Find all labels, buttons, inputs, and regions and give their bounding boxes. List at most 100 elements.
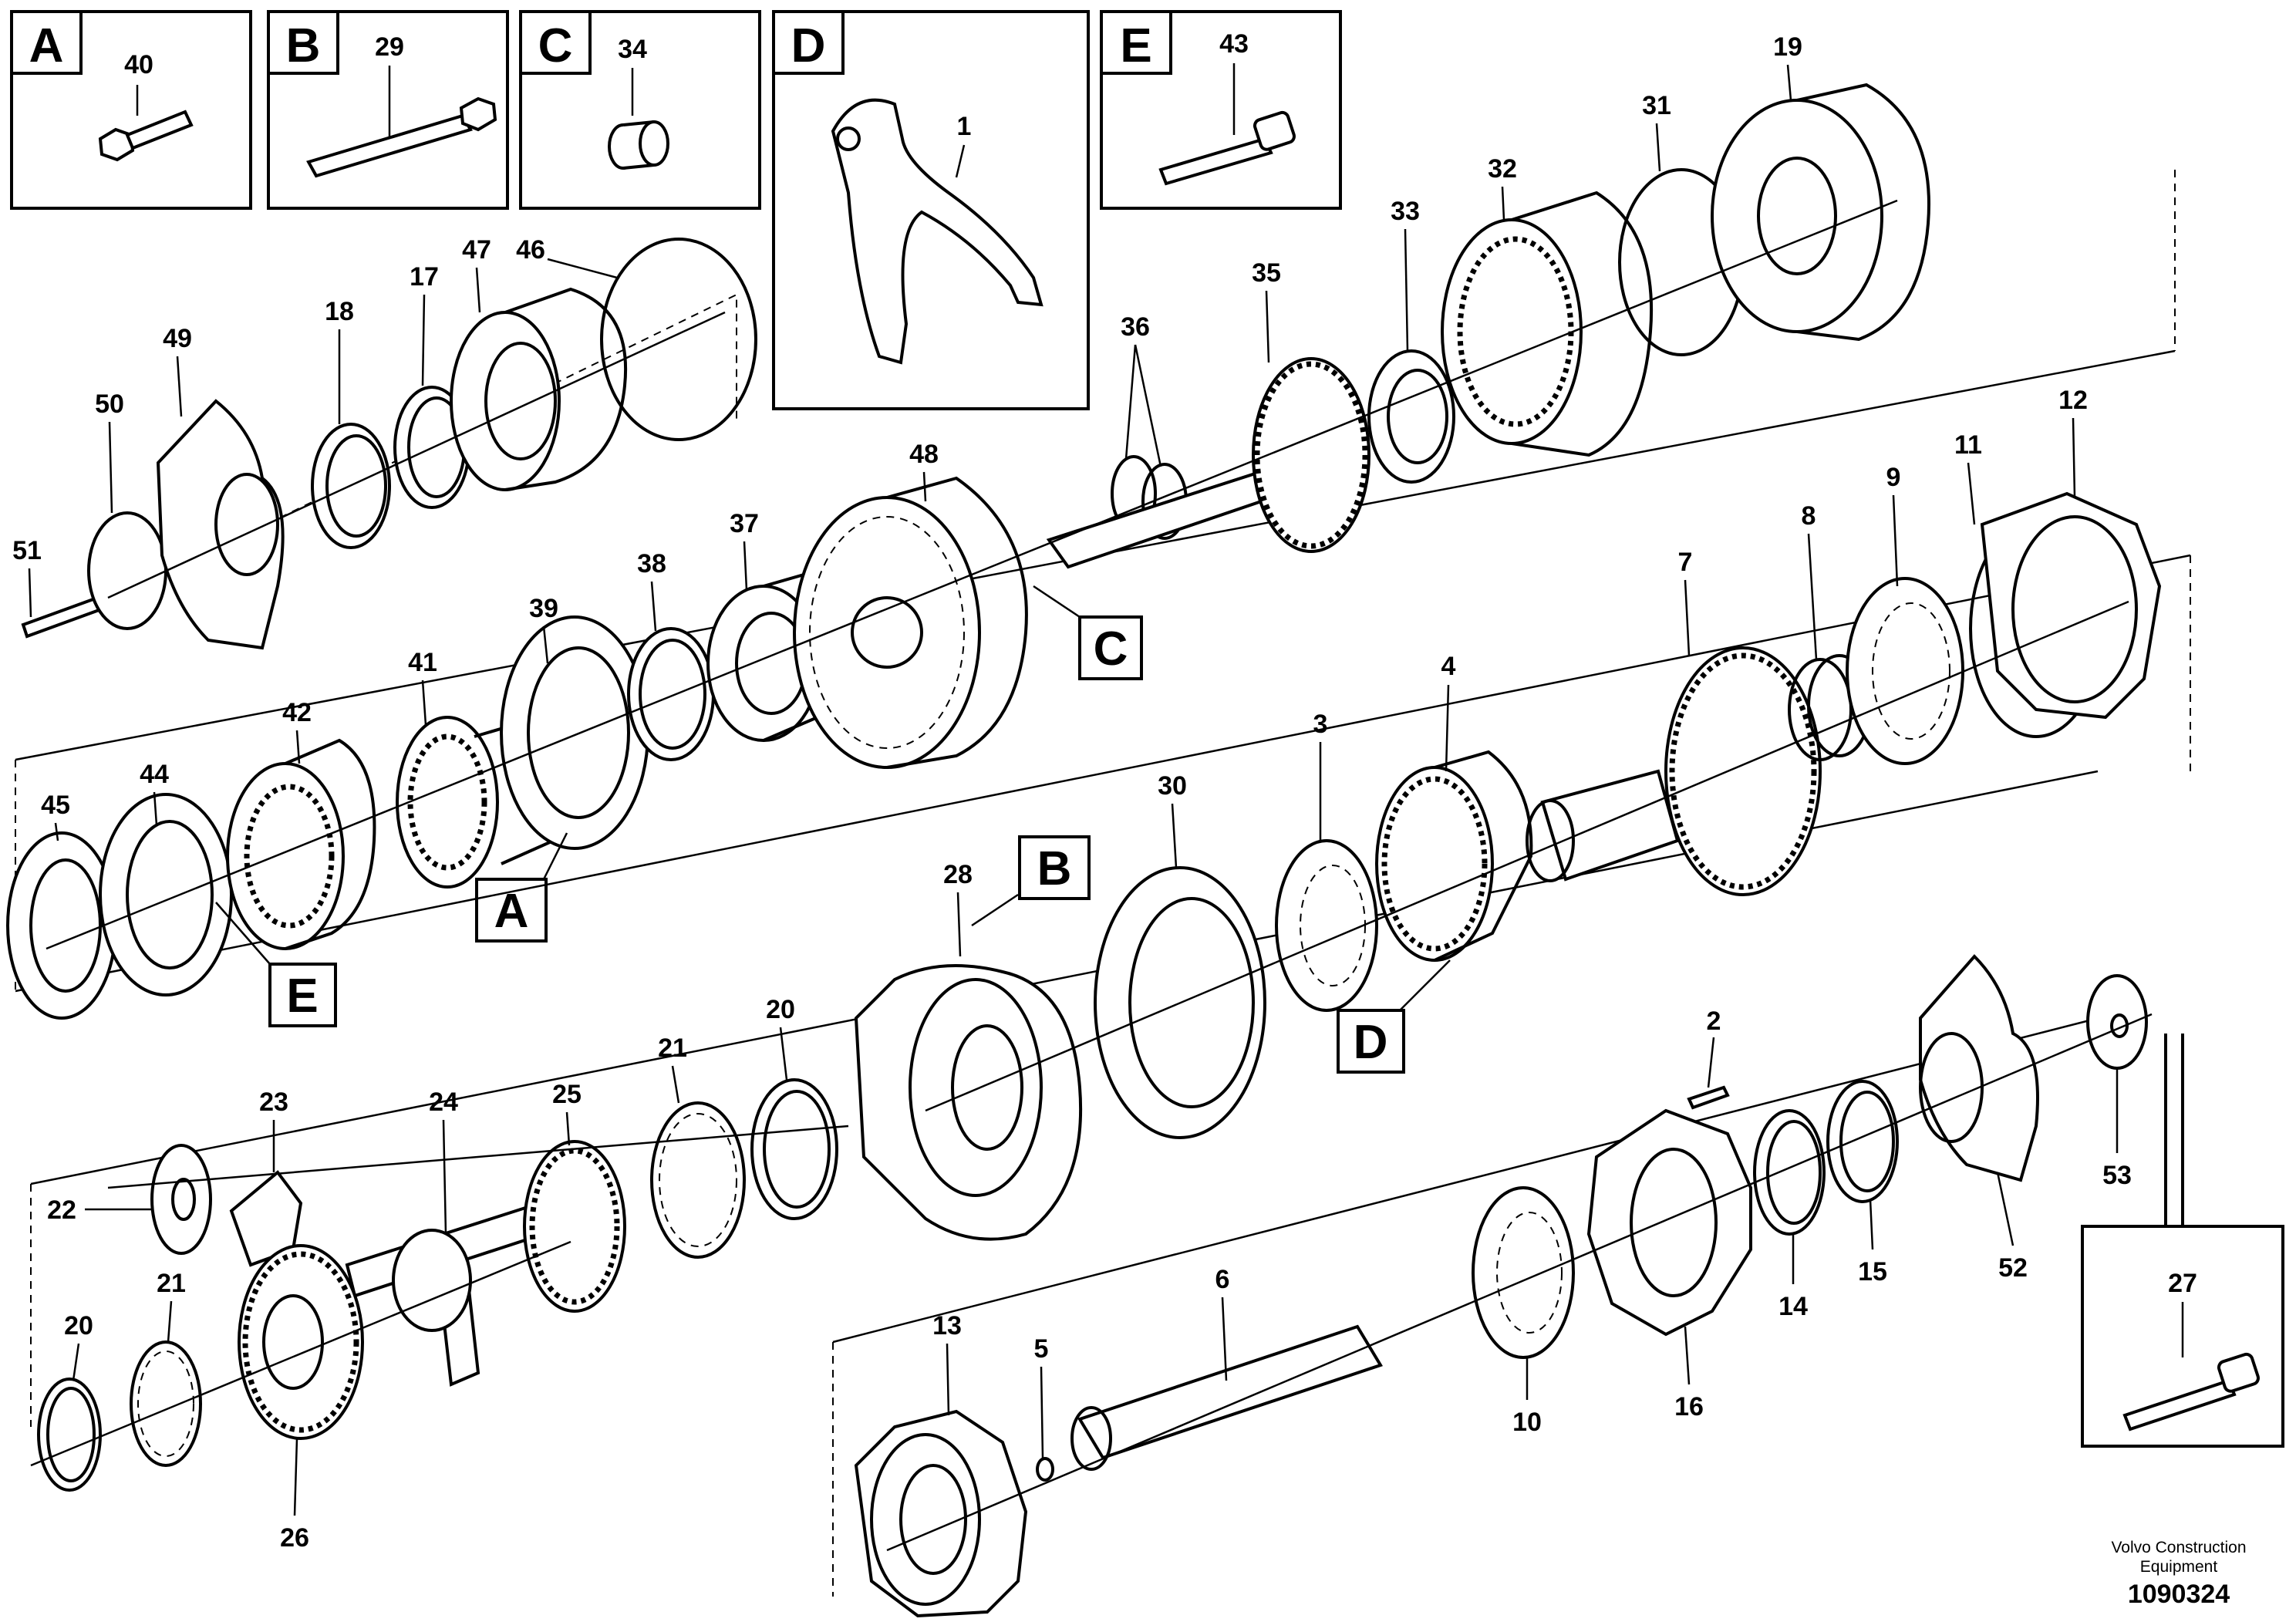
part-label-22: 22	[47, 1195, 76, 1225]
label-20b: 20	[64, 1311, 93, 1381]
label-49: 49	[163, 324, 192, 417]
part-label-20b: 20	[64, 1311, 93, 1340]
part-label-48: 48	[909, 440, 939, 469]
part-label-17: 17	[410, 262, 439, 292]
part-label-37: 37	[730, 509, 759, 538]
part-label-4: 4	[1441, 652, 1456, 681]
label-5: 5	[1034, 1334, 1048, 1458]
label-41: 41	[408, 648, 437, 726]
callout-a: A	[475, 832, 568, 943]
part-label-47: 47	[462, 235, 491, 265]
callout-letter-a: A	[494, 885, 529, 938]
label-11: 11	[1954, 430, 1982, 525]
part-label-10: 10	[1512, 1408, 1542, 1437]
part-label-7: 7	[1678, 548, 1693, 577]
label-48: 48	[909, 440, 939, 502]
inset-letter-b: B	[286, 19, 321, 73]
label-36: 36	[1121, 312, 1162, 467]
bolt-29-icon	[306, 96, 497, 178]
part-label-28: 28	[943, 860, 973, 889]
label-44: 44	[140, 760, 169, 826]
label-37: 37	[730, 509, 759, 591]
label-3: 3	[1313, 710, 1328, 841]
part-label-45: 45	[41, 791, 70, 820]
label-35: 35	[1252, 258, 1281, 363]
row5-parts	[854, 954, 2153, 1618]
part-label-52: 52	[1998, 1253, 2028, 1283]
label-28: 28	[943, 860, 973, 957]
label-52: 52	[1996, 1172, 2028, 1283]
part-label-18: 18	[325, 297, 354, 326]
bushing-34-icon	[608, 120, 669, 170]
part-label-16: 16	[1674, 1392, 1704, 1421]
inset-letter-e: E	[1120, 19, 1151, 73]
label-42: 42	[282, 698, 312, 764]
inset-box-b: B 29	[267, 10, 509, 210]
label-33: 33	[1391, 197, 1420, 352]
bolt-40-icon	[98, 110, 194, 162]
shift-fork-1-icon	[831, 98, 1043, 365]
inset-part-43: 43	[1219, 29, 1249, 59]
callout-letter-e: E	[286, 969, 318, 1023]
label-21a: 21	[658, 1034, 687, 1104]
label-13: 13	[932, 1311, 962, 1416]
part-label-3: 3	[1313, 710, 1328, 739]
part-label-11: 11	[1954, 430, 1982, 460]
label-24: 24	[429, 1088, 458, 1235]
side-box-27: 27	[2081, 1034, 2284, 1448]
part-label-36: 36	[1121, 312, 1150, 342]
part-label-53: 53	[2102, 1161, 2132, 1190]
callout-letter-c: C	[1094, 622, 1128, 676]
part-label-2: 2	[1707, 1007, 1721, 1036]
part-label-38: 38	[637, 549, 666, 578]
part-label-6: 6	[1215, 1265, 1230, 1294]
part-label-33: 33	[1391, 197, 1420, 226]
part-label-8: 8	[1802, 501, 1816, 531]
bolt-27-icon	[2122, 1352, 2260, 1431]
inset-box-e: E 43	[1100, 10, 1342, 210]
part-label-31: 31	[1642, 91, 1671, 120]
label-31: 31	[1642, 91, 1671, 172]
footer: Volvo Construction Equipment 1090324	[2111, 1539, 2246, 1609]
label-32: 32	[1488, 154, 1517, 221]
part-label-50: 50	[95, 389, 124, 419]
label-39: 39	[529, 594, 558, 664]
row4-parts	[30, 1078, 849, 1492]
bolt-43-icon	[1158, 110, 1296, 186]
part-label-21b: 21	[157, 1269, 186, 1298]
label-26: 26	[280, 1438, 309, 1553]
label-15: 15	[1858, 1199, 1887, 1286]
part-label-30: 30	[1158, 771, 1187, 801]
callout-c: C	[1033, 585, 1143, 680]
label-20a: 20	[766, 995, 795, 1081]
inset-box-d: D 1	[772, 10, 1090, 410]
credit-line-1: Volvo Construction	[2111, 1539, 2246, 1556]
part-label-14: 14	[1778, 1292, 1808, 1321]
label-7: 7	[1678, 548, 1693, 656]
label-6: 6	[1215, 1265, 1230, 1381]
row3-parts	[854, 491, 2162, 1241]
part-label-15: 15	[1858, 1257, 1887, 1286]
part-label-12: 12	[2058, 386, 2088, 415]
callout-e: E	[215, 902, 337, 1027]
inset-part-1: 1	[957, 112, 972, 141]
callout-letter-b: B	[1037, 842, 1072, 895]
part-label-20a: 20	[766, 995, 795, 1024]
side-part-27: 27	[2168, 1269, 2197, 1298]
part-label-26: 26	[280, 1523, 309, 1553]
row1-parts	[21, 238, 757, 650]
part-label-51: 51	[12, 536, 42, 565]
part-label-32: 32	[1488, 154, 1517, 184]
part-label-42: 42	[282, 698, 312, 727]
label-25: 25	[552, 1080, 582, 1146]
label-4: 4	[1441, 652, 1456, 772]
part-label-49: 49	[163, 324, 192, 353]
label-23: 23	[259, 1088, 288, 1172]
inset-part-40: 40	[124, 50, 153, 79]
label-51: 51	[12, 536, 42, 618]
label-30: 30	[1158, 771, 1187, 868]
part-label-13: 13	[932, 1311, 962, 1340]
part-label-24: 24	[429, 1088, 458, 1117]
label-14: 14	[1778, 1234, 1808, 1321]
